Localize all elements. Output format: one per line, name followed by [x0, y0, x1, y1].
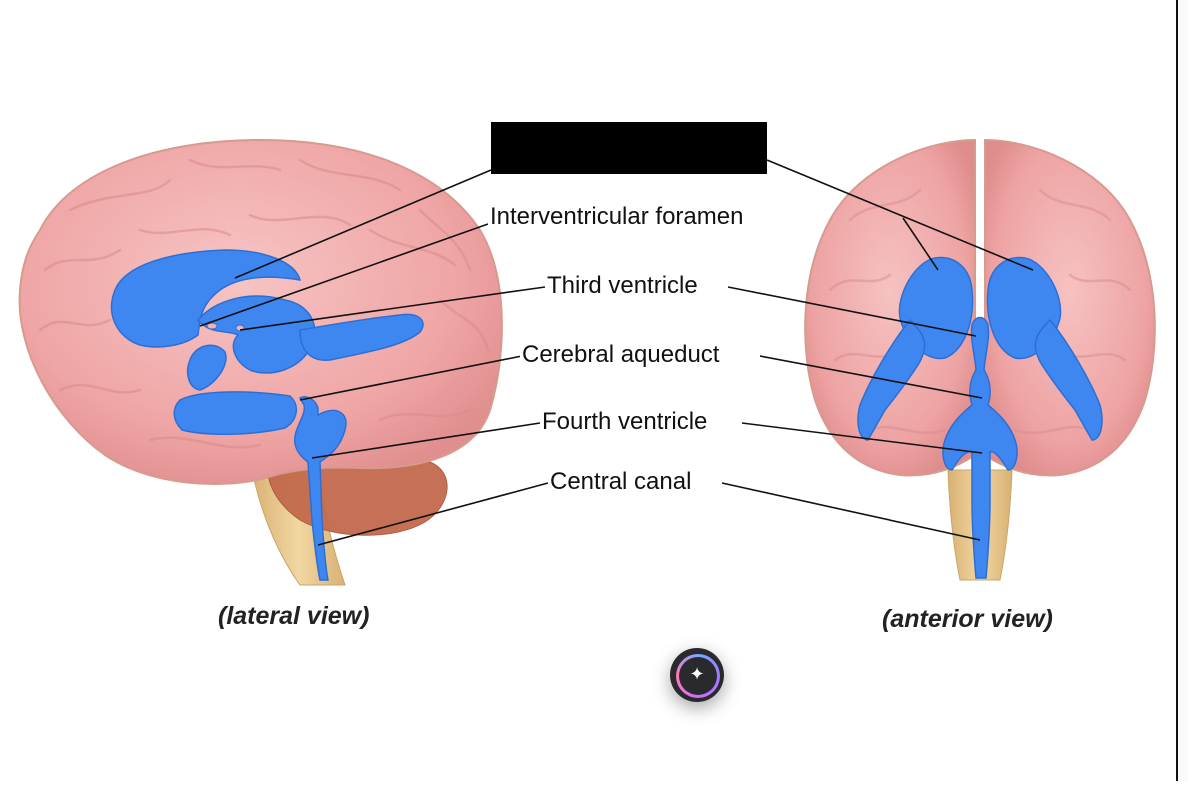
anterior-left-hemisphere: [804, 138, 976, 477]
label-interventricular-foramen: Interventricular foramen: [488, 203, 746, 230]
assistant-ring: [676, 654, 720, 698]
anterior-brain: [804, 138, 1156, 581]
label-central-canal: Central canal: [548, 468, 694, 495]
label-third-ventricle: Third ventricle: [545, 272, 700, 299]
redacted-label: [491, 122, 767, 174]
caption-anterior-view: (anterior view): [882, 605, 1053, 633]
lateral-brain: [18, 138, 503, 586]
label-fourth-ventricle: Fourth ventricle: [540, 408, 710, 435]
sparkle-icon: ✦: [689, 664, 705, 685]
lateral-ventricle: [110, 249, 302, 348]
label-cerebral-aqueduct: Cerebral aqueduct: [520, 341, 722, 368]
anterior-right-hemisphere: [984, 138, 1156, 477]
assistant-button[interactable]: ✦: [670, 648, 724, 702]
leader-lines: [199, 159, 1034, 546]
vertical-scrollbar[interactable]: [1176, 0, 1188, 781]
caption-lateral-view: (lateral view): [218, 602, 370, 630]
